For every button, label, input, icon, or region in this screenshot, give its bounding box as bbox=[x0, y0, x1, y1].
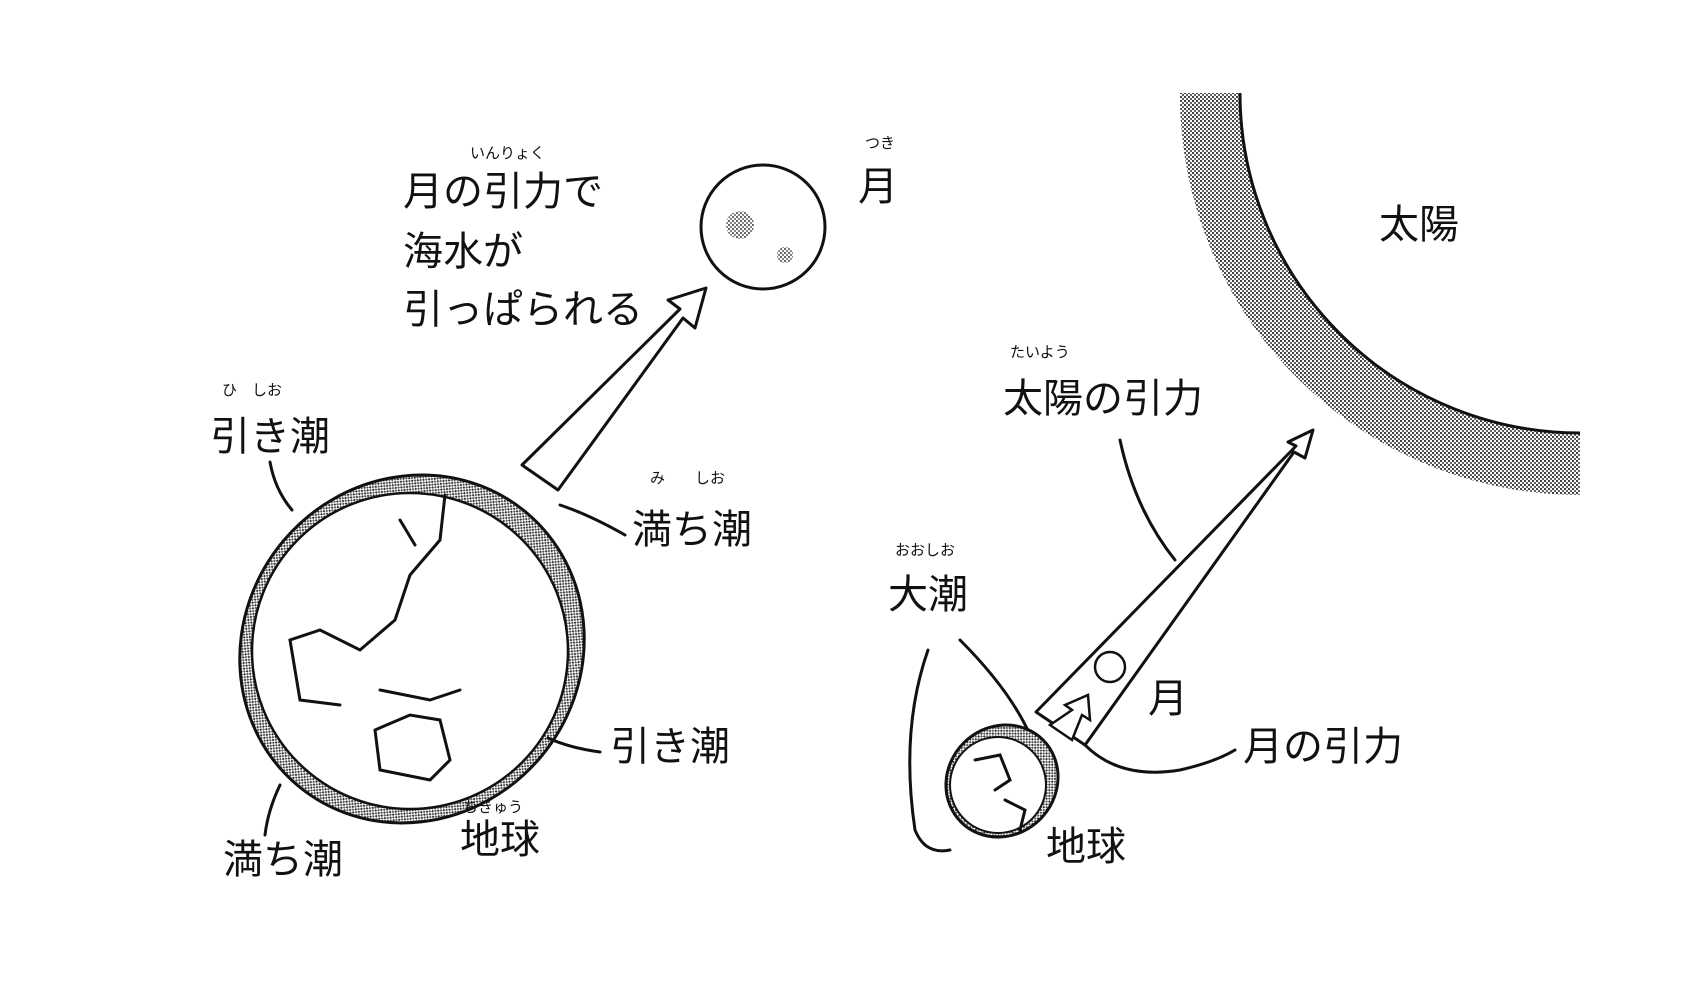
gravity-arrow bbox=[520, 286, 708, 492]
caption-line-3: 引っぱられる bbox=[403, 287, 643, 333]
earth-with-tides bbox=[238, 473, 586, 825]
small-earth bbox=[944, 723, 1060, 839]
pointer-line bbox=[958, 638, 1032, 737]
pointer-arrow bbox=[908, 648, 952, 853]
pointer-arrow bbox=[546, 736, 602, 754]
moon-ruby: つき bbox=[865, 134, 895, 152]
earth-ruby: ちきゅう bbox=[463, 798, 523, 816]
caption-line-1: 月の引力で bbox=[403, 169, 603, 215]
right-panel: 太陽 たいよう 太陽の引力 月 おおしお 大潮 地球 月の引力 bbox=[888, 92, 1581, 870]
sun-label: 太陽 bbox=[1379, 202, 1459, 248]
sun-gravity-label: 太陽の引力 bbox=[1003, 376, 1203, 422]
moon-gravity-label: 月の引力 bbox=[1243, 724, 1403, 770]
moon-label: 月 bbox=[858, 164, 898, 210]
caption-ruby: いんりょく bbox=[470, 144, 545, 162]
high-tide-right-label: 満ち潮 bbox=[632, 507, 752, 553]
low-tide-top-label: 引き潮 bbox=[210, 414, 330, 460]
pointer-line bbox=[1083, 743, 1237, 774]
high-tide-right-ruby: み しお bbox=[650, 469, 725, 487]
earth-label-right: 地球 bbox=[1046, 824, 1126, 870]
high-tide-bottom-label: 満ち潮 bbox=[223, 837, 343, 883]
moon bbox=[699, 163, 827, 291]
pointer-arrow bbox=[268, 460, 294, 512]
low-tide-right-label: 引き潮 bbox=[610, 724, 730, 770]
small-moon bbox=[1093, 650, 1127, 684]
low-tide-top-ruby: ひ しお bbox=[222, 381, 282, 399]
moon-gravity-arrow bbox=[1047, 693, 1092, 742]
moon-label-right: 月 bbox=[1148, 676, 1188, 722]
caption-line-2: 海水が bbox=[403, 229, 523, 275]
spring-tide-label: 大潮 bbox=[888, 572, 968, 618]
sun-ruby: たいよう bbox=[1010, 343, 1070, 361]
pointer-arrow bbox=[558, 503, 627, 537]
pointer-line bbox=[1118, 438, 1177, 562]
earth-label: 地球 bbox=[460, 817, 540, 863]
spring-tide-ruby: おおしお bbox=[895, 541, 955, 559]
left-panel: いんりょく 月の引力で 海水が 引っぱられる つき 月 ひ しお 引き潮 み し… bbox=[210, 134, 898, 883]
pointer-arrow bbox=[263, 783, 282, 837]
sun-edge bbox=[1179, 93, 1580, 495]
